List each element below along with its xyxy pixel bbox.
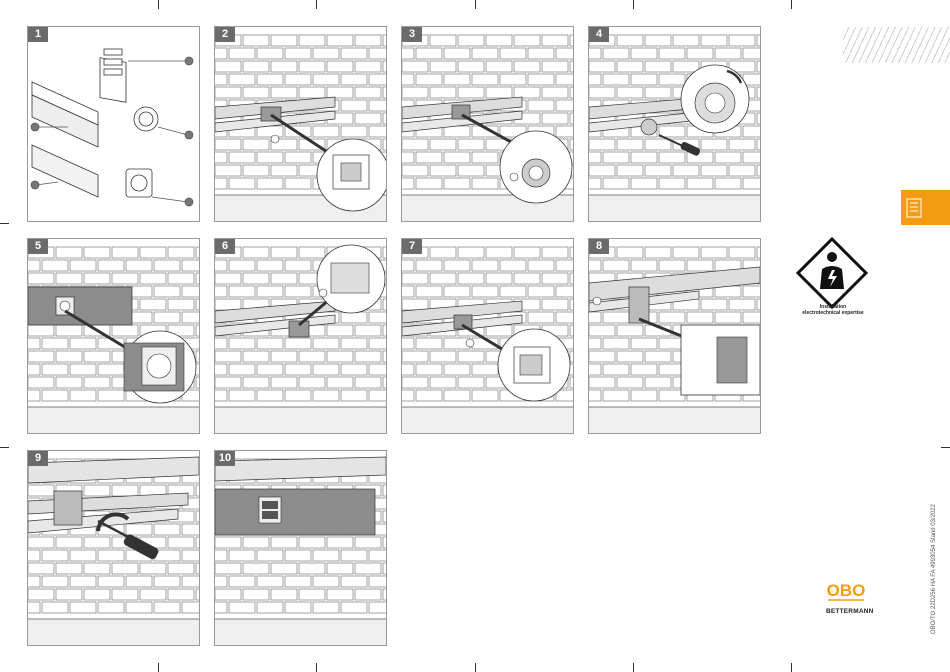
crop-mark <box>941 447 950 448</box>
crop-mark <box>158 0 159 9</box>
step-panel-5: 5 <box>27 238 200 434</box>
install-illustration <box>215 239 386 433</box>
step-number: 8 <box>589 239 609 254</box>
install-illustration <box>215 27 386 221</box>
crop-mark <box>316 663 317 672</box>
step-number: 10 <box>215 451 235 466</box>
install-illustration <box>589 27 760 221</box>
crop-mark <box>633 0 634 9</box>
hatched-banner <box>843 27 950 63</box>
screwdriver-icon <box>659 135 701 157</box>
brand-subtitle: BETTERMANN <box>826 608 874 615</box>
install-illustration <box>402 239 573 433</box>
step-panel-10: 10 <box>214 450 387 646</box>
warning-line-2: electrotechnical expertise <box>786 310 880 316</box>
electrician-warning-icon <box>796 237 868 309</box>
install-illustration <box>215 451 386 645</box>
step-number: 4 <box>589 27 609 42</box>
step-panel-7: 7 <box>401 238 574 434</box>
install-illustration <box>402 27 573 221</box>
step-number: 6 <box>215 239 235 254</box>
crop-mark <box>633 663 634 672</box>
screwdriver-icon <box>98 521 160 560</box>
step-panel-4: 4 <box>588 26 761 222</box>
step-number: 2 <box>215 27 235 42</box>
crop-mark <box>316 0 317 9</box>
crop-mark <box>791 0 792 9</box>
crop-mark <box>158 663 159 672</box>
step-number: 3 <box>402 27 422 42</box>
step-number: 1 <box>28 27 48 42</box>
step-number: 5 <box>28 239 48 254</box>
section-tab[interactable] <box>901 190 950 225</box>
components-illustration <box>28 27 199 221</box>
step-panel-1: 1 <box>27 26 200 222</box>
brand-logo: OBO <box>826 576 866 604</box>
step-panel-6: 6 <box>214 238 387 434</box>
logo-word: OBO <box>827 581 866 600</box>
step-number: 7 <box>402 239 422 254</box>
crop-mark <box>475 663 476 672</box>
crop-mark <box>791 663 792 672</box>
document-code: OBO/TO 22D256 HA FA 4993054 Stand 03/202… <box>931 504 937 634</box>
step-panel-8: 8 <box>588 238 761 434</box>
step-number: 9 <box>28 451 48 466</box>
crop-mark <box>0 447 9 448</box>
step-panel-3: 3 <box>401 26 574 222</box>
crop-mark <box>475 0 476 9</box>
install-illustration <box>28 239 199 433</box>
warning-caption: Installation electrotechnical expertise <box>786 304 880 316</box>
crop-mark <box>0 223 9 224</box>
document-icon <box>901 190 950 225</box>
install-illustration <box>28 451 199 645</box>
install-illustration <box>589 239 760 433</box>
step-panel-9: 9 <box>27 450 200 646</box>
step-panel-2: 2 <box>214 26 387 222</box>
